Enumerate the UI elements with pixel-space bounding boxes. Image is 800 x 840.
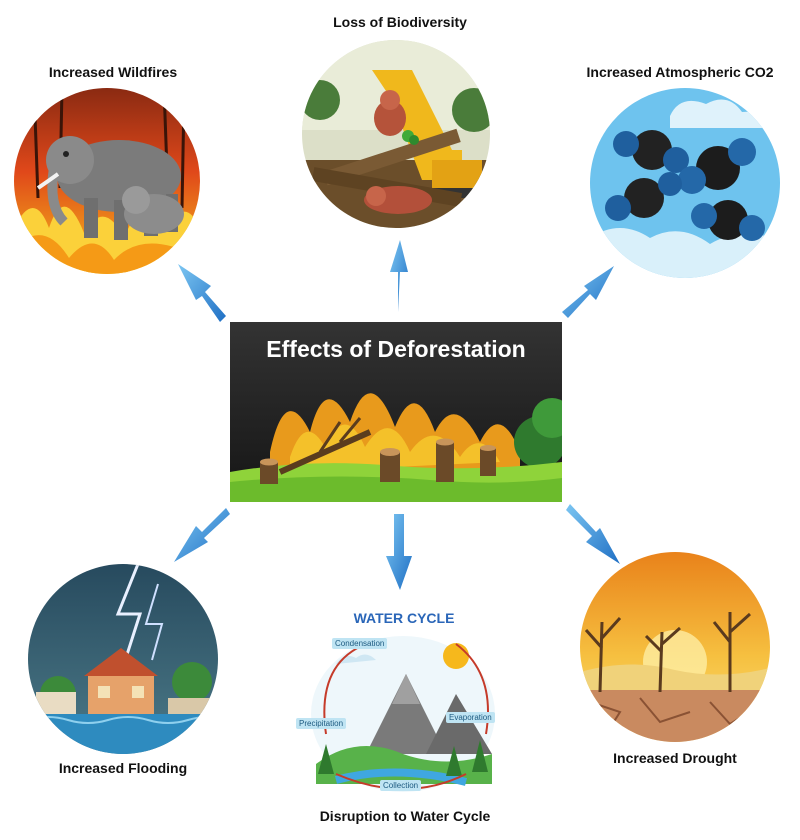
center-panel: Effects of Deforestation (230, 322, 562, 502)
water-cycle-illustration: WATER CYCLE Condensation Precipitation E… (296, 604, 510, 800)
precipitation-tag: Precipitation (296, 718, 347, 729)
arrow-to-water-cycle (386, 514, 412, 590)
arrow-to-drought (566, 504, 620, 564)
flooding-illustration (28, 564, 218, 754)
arrow-to-flooding (174, 508, 230, 562)
condensation-tag: Condensation (332, 638, 388, 649)
wildfires-illustration (14, 88, 200, 274)
arrow-to-wildfires (178, 264, 226, 322)
molecule-group (605, 130, 765, 241)
biodiversity-illustration (302, 40, 490, 228)
collection-tag: Collection (380, 780, 422, 791)
label-drought: Increased Drought (613, 750, 737, 766)
label-water-cycle: Disruption to Water Cycle (319, 808, 491, 824)
evaporation-tag: Evaporation (446, 712, 495, 723)
arrow-to-biodiversity (390, 240, 408, 312)
label-wildfires: Increased Wildfires (48, 64, 178, 80)
label-flooding: Increased Flooding (58, 760, 188, 776)
page-title: Effects of Deforestation (266, 336, 526, 362)
label-co2: Increased Atmospheric CO2 (586, 64, 774, 80)
arrow-to-co2 (562, 266, 614, 318)
label-biodiversity: Loss of Biodiversity (333, 14, 467, 30)
drought-illustration (580, 552, 770, 742)
co2-illustration (590, 88, 780, 278)
water-cycle-title: WATER CYCLE (353, 610, 455, 626)
